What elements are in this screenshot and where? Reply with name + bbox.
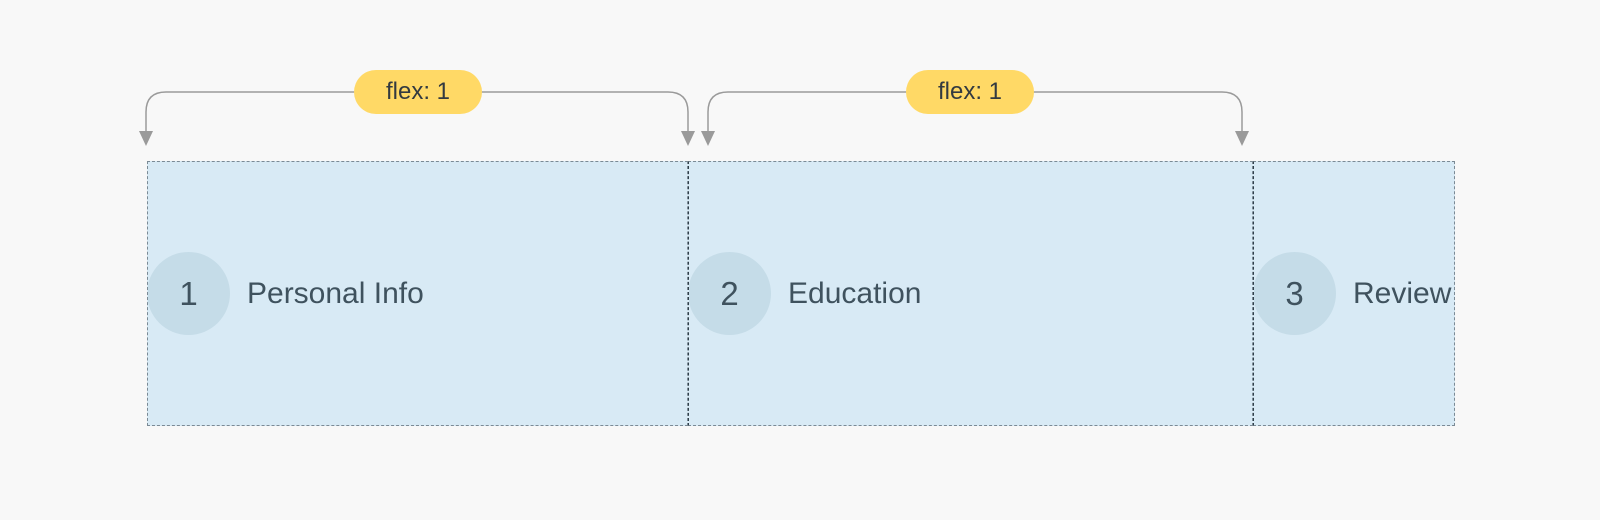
step-personal-info[interactable]: 1 Personal Info [147, 161, 688, 426]
flex-badge-step-2: flex: 1 [906, 70, 1034, 114]
step-label: Education [788, 276, 922, 310]
step-review[interactable]: 3 Review [1253, 161, 1455, 426]
step-number-circle: 1 [148, 252, 230, 335]
step-label: Review [1353, 276, 1452, 310]
flex-badge-step-1: flex: 1 [354, 70, 482, 114]
arrow-right-icon [681, 131, 695, 146]
flex-dimension-brackets [139, 91, 1249, 146]
arrow-right-icon [1235, 131, 1249, 146]
step-number-circle: 3 [1254, 252, 1336, 335]
arrow-left-icon [701, 131, 715, 146]
step-label: Personal Info [247, 276, 424, 310]
stepper-flex-row: 1 Personal Info 2 Education 3 Review [147, 161, 1455, 426]
step-education[interactable]: 2 Education [688, 161, 1253, 426]
step-number-circle: 2 [689, 252, 771, 335]
arrow-left-icon [139, 131, 153, 146]
